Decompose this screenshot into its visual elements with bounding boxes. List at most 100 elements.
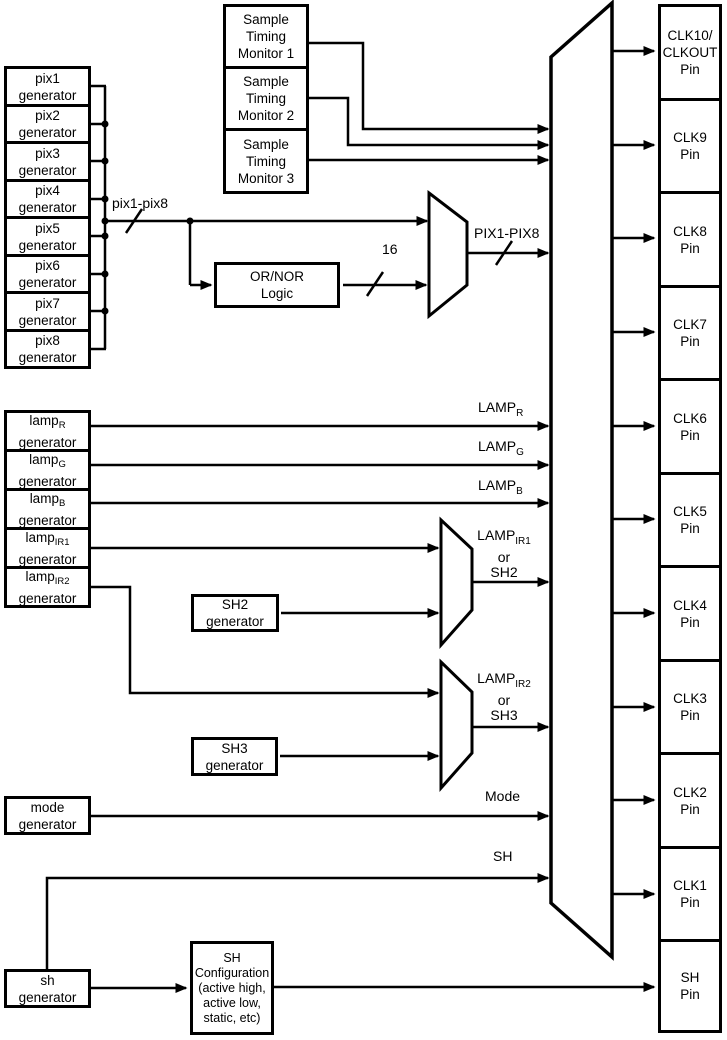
pix6-generator: pix6 generator: [4, 254, 91, 294]
box-line: CLK10/: [667, 28, 713, 43]
sh-pin: SH Pin: [658, 939, 722, 1033]
lamp-ir1-generator: lampIR1 generator: [4, 527, 91, 569]
sample-timing-monitor-3: Sample Timing Monitor 3: [223, 128, 309, 194]
box-line: Timing: [245, 153, 286, 169]
box-line: Timing: [245, 91, 286, 106]
sh2-generator: SH2 generator: [191, 594, 279, 632]
box-line: Sample: [243, 12, 289, 27]
sh-generator: sh generator: [4, 969, 91, 1008]
box-line: Timing: [245, 29, 286, 44]
lamp-ir1-sh2-mux: [439, 516, 474, 649]
box-line: pix2: [35, 108, 60, 123]
sample-timing-monitor-2: Sample Timing Monitor 2: [223, 66, 309, 131]
clk1-pin: CLK1 Pin: [658, 846, 722, 942]
box-line: OR/NOR: [250, 269, 304, 284]
bus16-label: 16: [382, 241, 398, 257]
pix5-generator: pix5 generator: [4, 216, 91, 257]
lamp-b-generator: lampB generator: [4, 488, 91, 530]
box-line: Sample: [243, 74, 289, 89]
box-line: generator: [18, 275, 77, 290]
clk8-pin: CLK8 Pin: [658, 191, 722, 288]
pix-mux: [427, 189, 469, 320]
box-line: generator: [18, 125, 77, 140]
lamp-g-signal-label: LAMPG: [478, 438, 524, 458]
box-line: Configuration: [194, 965, 270, 980]
lamp-ir2-sh3-mux: [439, 658, 474, 792]
box-line: Pin: [680, 801, 700, 817]
box-line: CLKOUT: [662, 45, 718, 60]
box-line: lampIR1: [25, 529, 70, 548]
box-line: generator: [18, 434, 77, 450]
box-line: SH2: [221, 597, 249, 612]
clk5-pin: CLK5 Pin: [658, 472, 722, 568]
pix-bus-label: pix1-pix8: [112, 195, 169, 211]
clk9-pin: CLK9 Pin: [658, 98, 722, 194]
box-line: generator: [205, 757, 264, 773]
box-line: lampB: [29, 490, 66, 509]
box-line: sh: [40, 972, 55, 988]
pix1-generator: pix1 generator: [4, 66, 91, 107]
box-line: generator: [18, 312, 77, 328]
box-line: CLK8: [673, 223, 707, 239]
pix3-generator: pix3 generator: [4, 141, 91, 182]
box-line: generator: [18, 590, 77, 606]
sample-timing-monitor-1: Sample Timing Monitor 1: [223, 4, 309, 69]
box-line: Monitor 3: [237, 170, 295, 186]
box-line: CLK7: [673, 317, 707, 332]
box-line: generator: [18, 87, 77, 103]
box-line: Pin: [680, 521, 700, 536]
box-line: CLK5: [673, 504, 707, 519]
lamp-r-signal-label: LAMPR: [478, 399, 524, 419]
pix-mux-output-label: PIX1-PIX8: [474, 225, 540, 241]
box-line: CLK3: [673, 691, 707, 706]
box-line: pix6: [35, 258, 60, 273]
box-line: generator: [18, 473, 77, 489]
junction-dots: [101, 120, 194, 315]
clk6-pin: CLK6 Pin: [658, 378, 722, 475]
box-line: lampIR2: [25, 568, 70, 587]
box-line: pix4: [35, 183, 60, 198]
mode-signal-label: Mode: [485, 788, 521, 804]
box-line: Pin: [680, 334, 700, 349]
box-line: mode: [30, 799, 65, 815]
lamp-ir1-or-sh2-label: LAMPIR1 or SH2: [477, 527, 531, 580]
box-line: Pin: [680, 147, 700, 162]
box-line: generator: [18, 200, 77, 215]
lamp-ir2-or-sh3-label: LAMPIR2 or SH3: [477, 670, 531, 723]
lamp-r-generator: lampR generator: [4, 410, 91, 452]
pix2-generator: pix2 generator: [4, 104, 91, 144]
box-line: (active high,: [198, 980, 266, 995]
box-line: CLK6: [673, 410, 707, 426]
box-line: Sample: [243, 136, 289, 152]
box-line: generator: [18, 512, 77, 528]
box-line: generator: [18, 350, 77, 365]
clk3-pin: CLK3 Pin: [658, 659, 722, 755]
lamp-b-signal-label: LAMPB: [478, 477, 523, 497]
box-line: CLK9: [673, 130, 707, 145]
or-nor-logic: OR/NOR Logic: [214, 262, 340, 308]
box-line: pix7: [35, 295, 60, 311]
pix8-generator: pix8 generator: [4, 329, 91, 369]
box-line: static, etc): [203, 1010, 261, 1025]
box-line: pix1: [35, 70, 60, 86]
box-line: Monitor 1: [237, 46, 295, 61]
box-line: CLK2: [673, 784, 707, 800]
sh-signal-label: SH: [493, 848, 513, 864]
box-line: generator: [18, 237, 77, 253]
box-line: SH: [680, 970, 700, 985]
box-line: Pin: [680, 987, 700, 1002]
box-line: pix8: [35, 333, 60, 348]
box-line: SH3: [221, 740, 248, 756]
box-line: pix5: [35, 220, 60, 236]
box-line: generator: [18, 989, 77, 1005]
box-line: generator: [18, 551, 77, 567]
pix7-generator: pix7 generator: [4, 291, 91, 332]
sh-configuration: SH Configuration (active high, active lo…: [190, 941, 274, 1035]
lamp-ir2-generator: lampIR2 generator: [4, 566, 91, 608]
box-line: generator: [206, 614, 264, 629]
box-line: lampG: [29, 451, 66, 470]
output-mux: [549, 0, 614, 961]
box-line: SH: [223, 950, 241, 965]
